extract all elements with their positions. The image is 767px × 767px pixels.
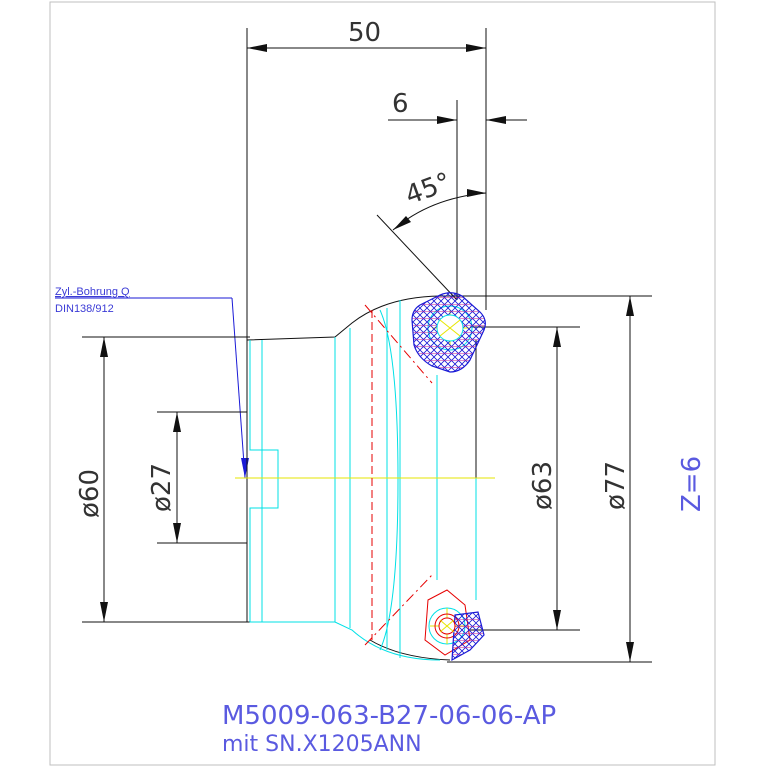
dim-50-label: 50 bbox=[348, 18, 381, 48]
dimension-dia60: ø60 bbox=[75, 336, 250, 623]
insert-top bbox=[411, 292, 486, 373]
dimension-6: 6 bbox=[388, 89, 527, 300]
teeth-count-label: Z=6 bbox=[677, 456, 707, 512]
annotation-line2: DIN138/912 bbox=[55, 303, 114, 315]
dim-dia63-label: ø63 bbox=[528, 461, 558, 510]
drawing-frame bbox=[49, 1, 716, 766]
dim-45-label: 45° bbox=[401, 167, 455, 211]
dim-dia60-label: ø60 bbox=[75, 469, 105, 518]
part-number: M5009-063-B27-06-06-AP bbox=[222, 701, 556, 731]
bore-annotation: Zyl.-Bohrung Q DIN138/912 bbox=[55, 286, 249, 479]
annotation-line1: Zyl.-Bohrung Q bbox=[55, 286, 130, 298]
cutter-body-outline bbox=[246, 295, 477, 661]
dimension-45-deg: 45° bbox=[376, 167, 487, 301]
dimension-50: 50 bbox=[246, 18, 487, 340]
dim-dia77-label: ø77 bbox=[601, 461, 631, 510]
dimension-dia63: ø63 bbox=[470, 326, 580, 631]
dimension-dia27: ø27 bbox=[147, 411, 247, 544]
insert-bottom bbox=[438, 611, 485, 662]
insert-designation: mit SN.X1205ANN bbox=[222, 732, 422, 757]
dim-6-label: 6 bbox=[392, 89, 409, 119]
dim-dia27-label: ø27 bbox=[147, 463, 177, 512]
dimension-dia77: ø77 bbox=[447, 295, 652, 663]
